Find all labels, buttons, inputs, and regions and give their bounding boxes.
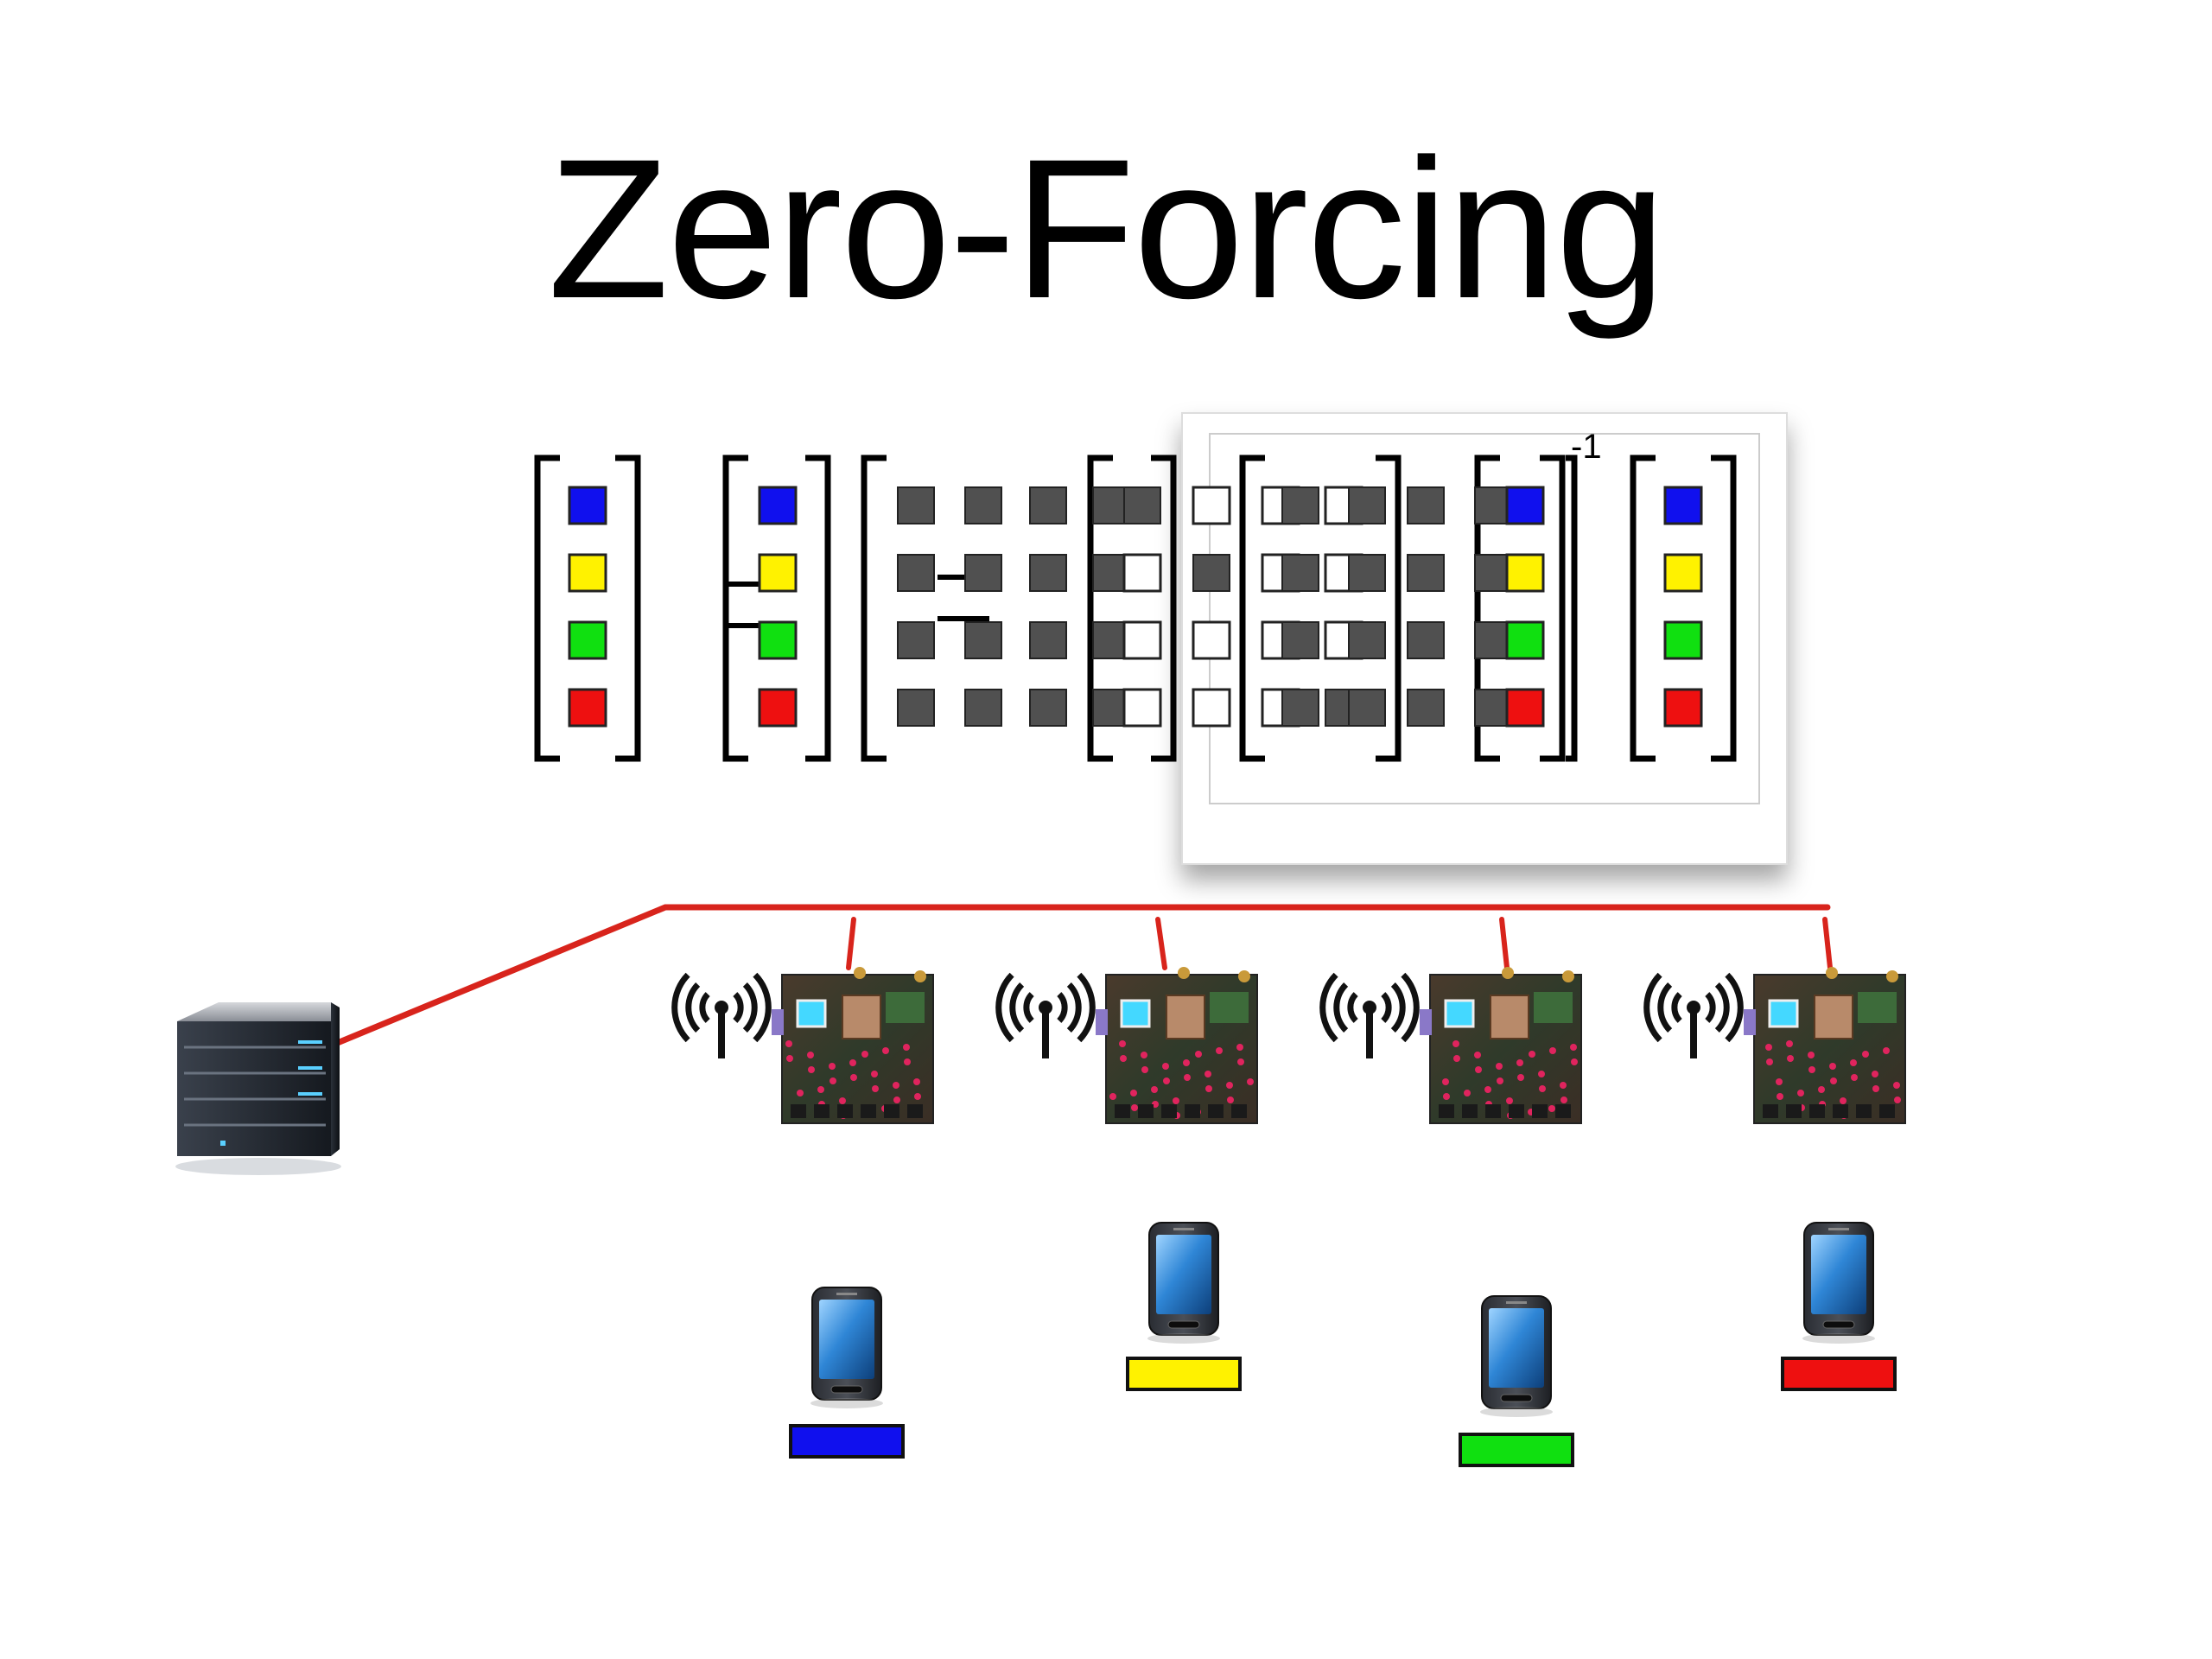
left-bracket (1087, 454, 1113, 762)
matrix-cell-filled (964, 621, 1002, 659)
matrix-cell-filled (964, 554, 1002, 592)
data-symbol-yellow (1663, 553, 1703, 593)
inverse-superscript: -1 (1571, 428, 1602, 466)
radio-unit (1319, 967, 1582, 1124)
radio-units (671, 967, 1906, 1124)
radio-unit (1643, 967, 1906, 1124)
smartphone-icon (1147, 1222, 1220, 1344)
right-bracket (1151, 454, 1177, 762)
left-bracket (1239, 454, 1265, 762)
data-symbol-yellow (1505, 553, 1545, 593)
smartphone-icon (1480, 1295, 1553, 1417)
wireless-antenna-icon (1643, 972, 1744, 1058)
right-bracket (1376, 454, 1402, 762)
user-label-green (1459, 1433, 1574, 1467)
matrix-cell-filled (897, 689, 935, 727)
matrix-cell-filled (1123, 486, 1161, 524)
matrix-cell-filled (964, 689, 1002, 727)
received-symbol-yellow (568, 553, 607, 593)
left-bracket (1474, 454, 1500, 762)
server-icon (175, 1002, 341, 1175)
user-label-blue (789, 1424, 905, 1459)
phone-device (1781, 1222, 1897, 1391)
data-symbol-red (1663, 688, 1703, 728)
matrix-cell-filled (964, 486, 1002, 524)
wireless-antenna-icon (671, 972, 772, 1058)
matrix-cell-filled (897, 486, 935, 524)
symbol-vectors (568, 486, 1703, 728)
matrix-cell-filled (1474, 689, 1512, 727)
received-symbol-red (568, 688, 607, 728)
radio-unit (671, 967, 934, 1124)
received-symbol-green (568, 620, 607, 660)
transmit-symbol-blue (758, 486, 798, 525)
matrix-cell-filled (1348, 554, 1386, 592)
data-symbol-red (1505, 688, 1545, 728)
wireless-antenna-icon (1319, 972, 1420, 1058)
matrix-cell-filled (1474, 486, 1512, 524)
matrix-cell-filled (1029, 554, 1067, 592)
matrix-cell-filled (897, 621, 935, 659)
slide-title: Zero-Forcing (547, 118, 1666, 340)
smartphone-icon (1802, 1222, 1875, 1344)
matrix-cell-filled (1029, 486, 1067, 524)
matrix-cell-filled (1281, 554, 1319, 592)
matrix-cell-empty (1122, 688, 1162, 728)
received-symbol-blue (568, 486, 607, 525)
phone-device (789, 1287, 905, 1459)
data-symbol-green (1663, 620, 1703, 660)
left-bracket (534, 454, 560, 762)
right-bracket (1711, 454, 1737, 762)
matrix-cell-filled (897, 554, 935, 592)
phone-device (1459, 1295, 1574, 1467)
radio-board-icon (1096, 967, 1258, 1124)
user-devices (789, 1222, 1897, 1467)
radio-board-icon (772, 967, 934, 1124)
radio-board-icon (1744, 967, 1906, 1124)
right-bracket (1566, 454, 1578, 762)
matrix-cell-filled (1407, 621, 1445, 659)
matrix-cell-empty (1192, 620, 1231, 660)
matrix-cell-filled (1348, 621, 1386, 659)
matrix-cell-empty (1122, 553, 1162, 593)
left-bracket (1630, 454, 1656, 762)
matrix-cell-filled (1348, 486, 1386, 524)
backhaul-cable (332, 904, 1833, 1047)
data-symbol-green (1505, 620, 1545, 660)
matrix-cell-empty (1192, 486, 1231, 525)
left-bracket (722, 454, 748, 762)
matrix-cell-filled (1407, 554, 1445, 592)
matrix-cell-filled (1029, 689, 1067, 727)
transmit-symbol-red (758, 688, 798, 728)
left-bracket (861, 454, 887, 762)
right-bracket (805, 454, 831, 762)
matrix-cell-filled (1281, 621, 1319, 659)
radio-unit (995, 967, 1258, 1124)
user-label-red (1781, 1357, 1897, 1391)
matrix-cell-filled (1407, 689, 1445, 727)
matrix-cell-filled (1029, 621, 1067, 659)
phone-device (1126, 1222, 1242, 1391)
wireless-antenna-icon (995, 972, 1096, 1058)
matrix-cell-filled (1192, 554, 1230, 592)
transmit-symbol-green (758, 620, 798, 660)
right-bracket (615, 454, 641, 762)
data-symbol-blue (1505, 486, 1545, 525)
channel-matrix (897, 486, 1512, 728)
matrix-cell-filled (1281, 689, 1319, 727)
matrix-cell-filled (1348, 689, 1386, 727)
transmit-symbol-yellow (758, 553, 798, 593)
radio-board-icon (1420, 967, 1582, 1124)
matrix-cell-empty (1122, 620, 1162, 660)
right-bracket (1540, 454, 1566, 762)
matrix-cell-empty (1192, 688, 1231, 728)
user-label-yellow (1126, 1357, 1242, 1391)
matrix-brackets (534, 454, 1737, 762)
data-symbol-blue (1663, 486, 1703, 525)
matrix-cell-filled (1281, 486, 1319, 524)
smartphone-icon (810, 1287, 883, 1408)
matrix-cell-filled (1407, 486, 1445, 524)
